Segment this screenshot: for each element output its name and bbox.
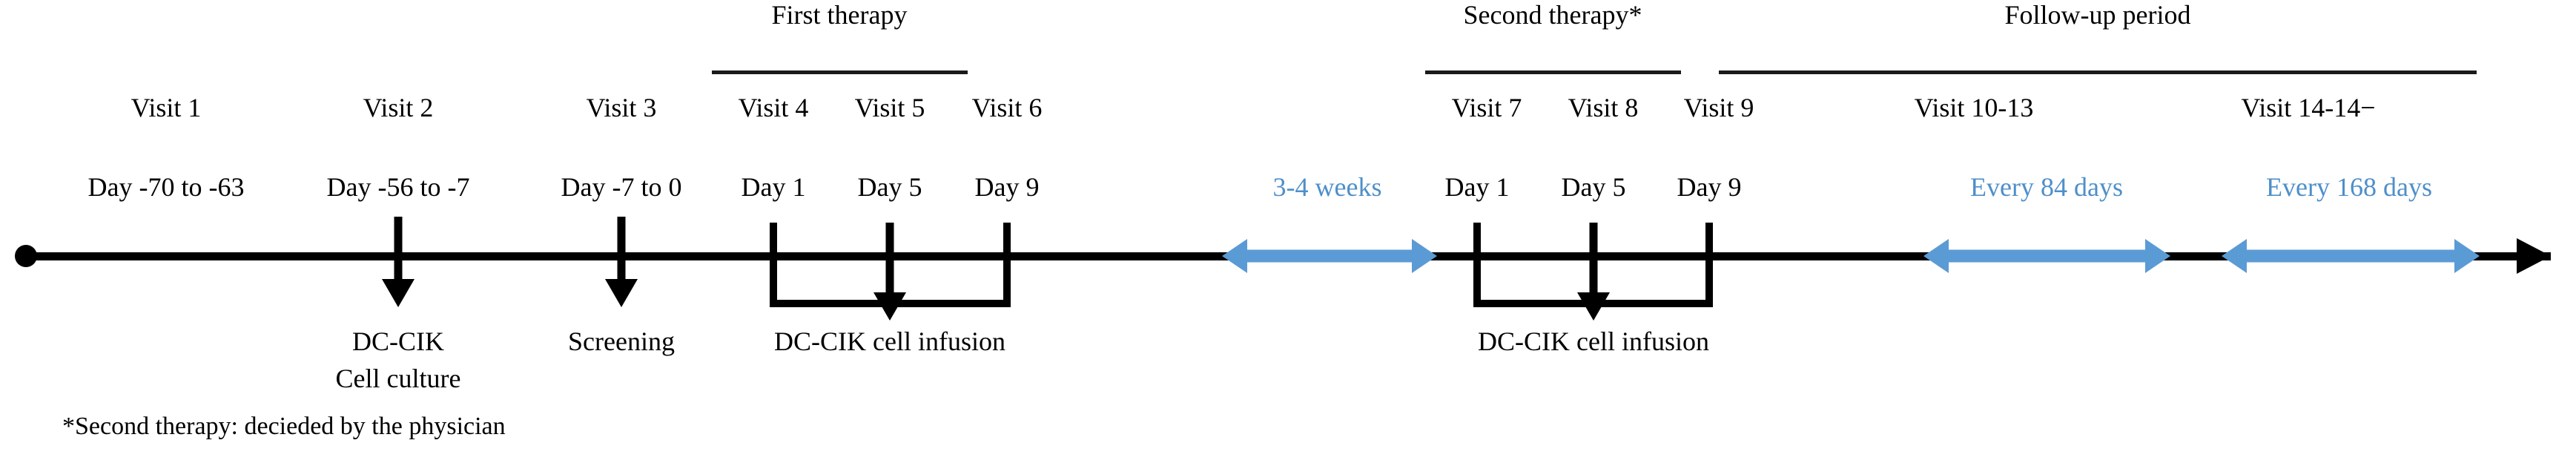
interval-label-every-168-days: Every 168 days <box>2266 172 2432 202</box>
bracket-right-tick <box>1003 223 1011 307</box>
timeline-end-arrowhead <box>2517 238 2551 274</box>
arrow-bar <box>1946 249 2148 263</box>
arrow-bar <box>1244 249 1415 263</box>
event-label-dc-cik-cell-infusion-second: DC-CIK cell infusion <box>1478 326 1709 356</box>
day-label-visit-6: Day 9 <box>974 172 1040 202</box>
visit-label-3: Visit 3 <box>586 93 657 122</box>
visit-label-10-13: Visit 10-13 <box>1914 93 2034 122</box>
visit-label-2: Visit 2 <box>363 93 434 122</box>
event-label-screening: Screening <box>568 326 675 356</box>
event-arrow-dc-cik-cell-culture <box>381 217 415 307</box>
bracket-left-tick <box>1473 223 1481 307</box>
visit-label-1: Visit 1 <box>131 93 202 122</box>
group-rule-first-therapy <box>712 70 968 74</box>
bracket-right-tick <box>1705 223 1713 307</box>
interval-arrow-every-168-days <box>2222 239 2480 273</box>
event-label-cell-culture-line2: Cell culture <box>335 364 461 393</box>
event-label-dc-cik-line1: DC-CIK <box>352 326 444 356</box>
arrow-tip-right-icon <box>2454 239 2480 273</box>
visit-label-9: Visit 9 <box>1683 93 1754 122</box>
visit-label-5: Visit 5 <box>854 93 925 122</box>
arrow-tip-left-icon <box>2222 239 2247 273</box>
arrow-tip-right-icon <box>1412 239 1437 273</box>
event-arrow-dc-cik-cell-infusion-first <box>873 223 907 321</box>
arrow-head-icon <box>1577 292 1610 321</box>
arrow-tip-right-icon <box>2145 239 2170 273</box>
day-label-visit-9: Day 9 <box>1677 172 1742 202</box>
group-title-follow-up: Follow-up period <box>2004 0 2191 30</box>
interval-arrow-every-84-days <box>1923 239 2170 273</box>
bracket-left-tick <box>770 223 777 307</box>
interval-arrow-3-4-weeks <box>1222 239 1437 273</box>
arrow-shaft <box>1589 223 1598 294</box>
footnote: *Second therapy: decieded by the physici… <box>62 413 506 440</box>
visit-label-6: Visit 6 <box>971 93 1043 122</box>
arrow-bar <box>2244 249 2457 263</box>
arrow-head-icon <box>605 279 638 307</box>
day-label-visit-3: Day -7 to 0 <box>561 172 682 202</box>
event-label-dc-cik-cell-infusion-first: DC-CIK cell infusion <box>774 326 1005 356</box>
interval-label-3-4-weeks: 3-4 weeks <box>1272 172 1382 202</box>
arrow-head-icon <box>382 279 415 307</box>
group-rule-follow-up <box>1719 70 2477 74</box>
day-label-visit-8: Day 5 <box>1561 172 1626 202</box>
arrow-head-icon <box>873 292 906 321</box>
interval-label-every-84-days: Every 84 days <box>1970 172 2123 202</box>
arrow-shaft <box>885 223 894 294</box>
arrow-shaft <box>617 217 626 280</box>
visit-label-8: Visit 8 <box>1568 93 1639 122</box>
day-label-visit-2: Day -56 to -7 <box>326 172 470 202</box>
arrow-tip-left-icon <box>1222 239 1247 273</box>
arrow-tip-left-icon <box>1923 239 1949 273</box>
visit-label-7: Visit 7 <box>1451 93 1522 122</box>
group-title-second-therapy: Second therapy* <box>1463 0 1642 30</box>
day-label-visit-1: Day -70 to -63 <box>87 172 245 202</box>
visit-label-4: Visit 4 <box>738 93 809 122</box>
arrow-shaft <box>394 217 403 280</box>
group-title-first-therapy: First therapy <box>771 0 908 30</box>
visit-label-14-14: Visit 14-14− <box>2241 93 2376 122</box>
day-label-visit-5: Day 5 <box>857 172 922 202</box>
timeline-start-dot <box>15 245 37 267</box>
day-label-visit-7: Day 1 <box>1444 172 1510 202</box>
group-rule-second-therapy <box>1425 70 1681 74</box>
event-arrow-screening <box>604 217 638 307</box>
day-label-visit-4: Day 1 <box>741 172 806 202</box>
event-arrow-dc-cik-cell-infusion-second <box>1576 223 1611 321</box>
